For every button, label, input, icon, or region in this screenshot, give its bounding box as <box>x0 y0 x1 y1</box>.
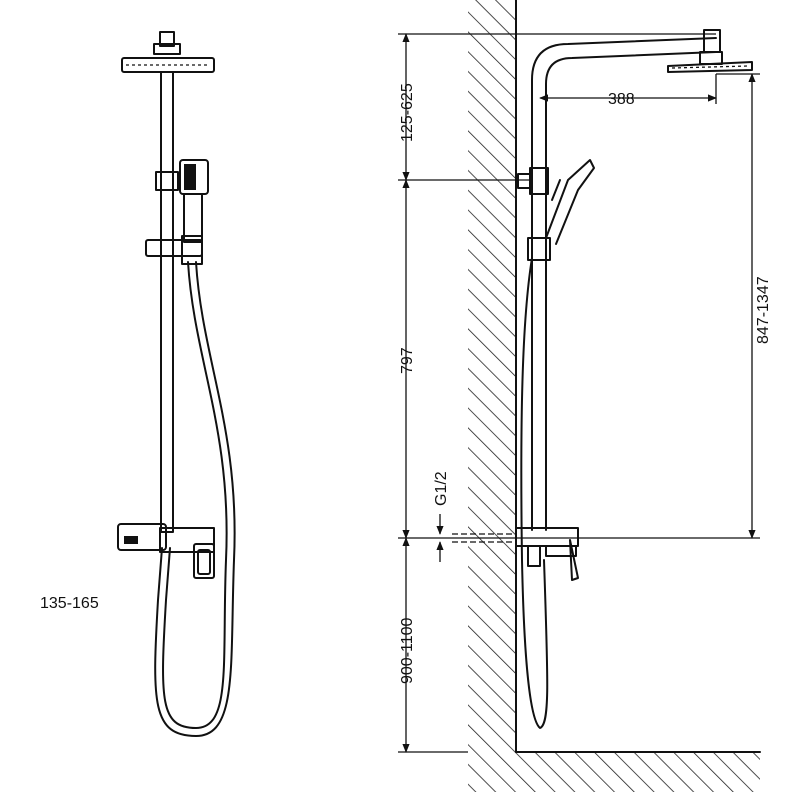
dim-125-625: 125-625 <box>399 83 416 142</box>
hand-shower-front <box>179 159 209 243</box>
shower-column-front <box>160 71 174 533</box>
slide-holder-side <box>527 237 551 261</box>
water-inlet <box>452 533 516 543</box>
dim-388: 388 <box>608 91 635 108</box>
dim-g1-2: G1/2 <box>433 471 450 506</box>
hand-shower-side <box>545 159 595 245</box>
rain-shower-head-front <box>121 31 215 73</box>
dimension-lines <box>398 33 760 753</box>
mixer-body-front <box>117 523 215 579</box>
dim-900-1100: 900-1100 <box>399 617 416 684</box>
mount-width-label: 135-165 <box>40 595 99 612</box>
front-view: 135-165 <box>40 31 236 737</box>
mixer-body-side <box>515 527 579 581</box>
shower-arm-side <box>531 37 717 531</box>
side-view <box>452 0 761 792</box>
dimension-labels: 388 125-625 797 900-1100 847-1347 G1/2 <box>399 83 772 684</box>
shower-hose-side <box>520 257 549 729</box>
column-connector-front <box>155 171 179 191</box>
wall-section <box>468 0 516 752</box>
floor-section <box>468 752 760 792</box>
slide-holder-front <box>145 235 203 265</box>
dim-797: 797 <box>399 347 416 374</box>
dim-847-1347: 847-1347 <box>755 276 772 344</box>
rain-shower-head-side <box>667 51 753 73</box>
shower-hose-front <box>162 261 228 729</box>
